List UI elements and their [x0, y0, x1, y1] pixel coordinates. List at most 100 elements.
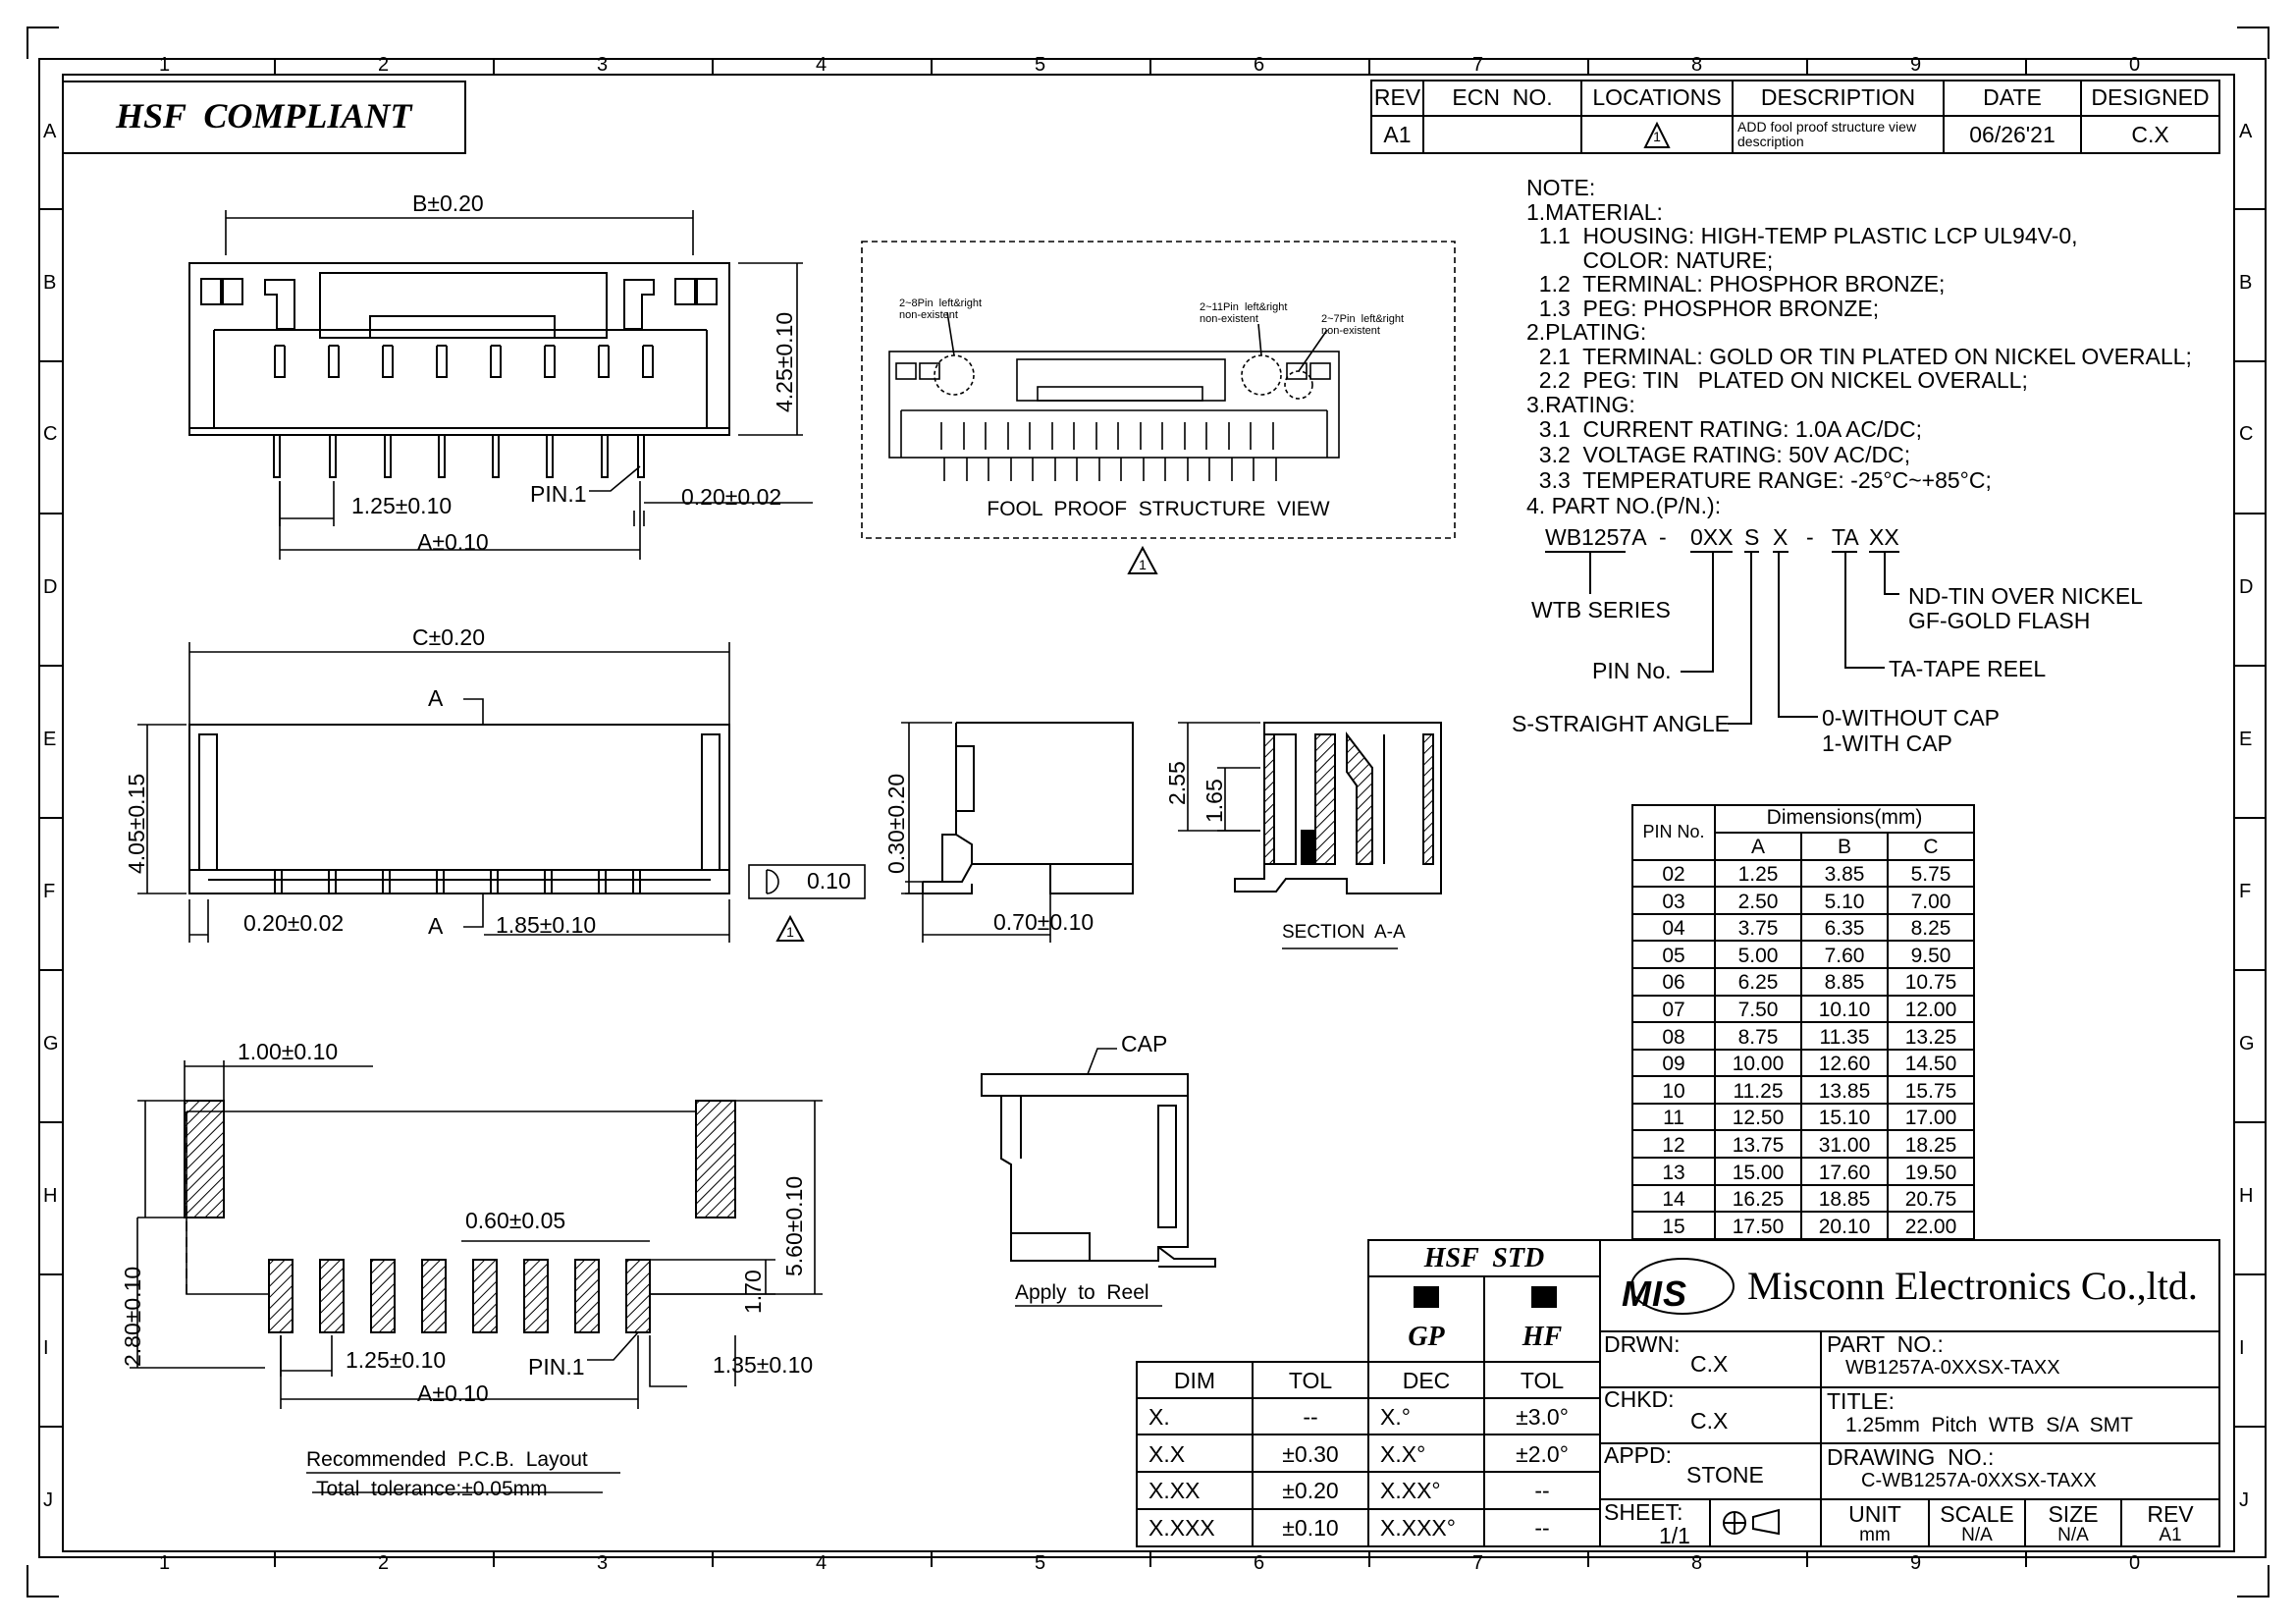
pcb-title: Recommended P.C.B. Layout: [306, 1448, 588, 1471]
dims-pin-cell: 09: [1662, 1053, 1685, 1076]
rev-value: A1: [2159, 1525, 2182, 1545]
row-label-A: A: [43, 121, 57, 142]
row-label-right-J: J: [2239, 1489, 2249, 1511]
dims-value-cell: 7.50: [1737, 999, 1779, 1021]
dims-value-cell: 8.75: [1737, 1025, 1779, 1049]
tolerance-cell: ±0.10: [1282, 1515, 1339, 1542]
col-label-9: 9: [1910, 54, 1922, 76]
hf-label: HF: [1522, 1322, 1563, 1352]
pn-label-cap-0: 0-WITHOUT CAP: [1822, 705, 2001, 731]
dim-pin-width-top: 0.20±0.02: [681, 484, 782, 510]
dims-pin-cell: 02: [1662, 863, 1685, 886]
part-no-value: WB1257A-0XXSX-TAXX: [1845, 1357, 2060, 1379]
pcb-dim-pad-width: 1.00±0.10: [238, 1039, 339, 1064]
fool-proof-rev-mark: 1: [1139, 557, 1147, 572]
pin1-label-top: PIN.1: [530, 481, 587, 507]
dim-a-top: A±0.10: [417, 529, 489, 555]
col-label-bottom-9: 9: [1910, 1552, 1922, 1574]
dims-pin-cell: 06: [1662, 971, 1685, 995]
dims-value-cell: 20.10: [1818, 1215, 1871, 1238]
dims-value-cell: 3.85: [1824, 863, 1865, 886]
dims-value-cell: 18.85: [1818, 1188, 1871, 1212]
fool-proof-title: FOOL PROOF STRUCTURE VIEW: [987, 498, 1330, 520]
dims-pin-cell: 12: [1662, 1134, 1685, 1157]
col-label-0: 0: [2129, 54, 2141, 76]
tolerance-cell: ±0.20: [1282, 1478, 1339, 1504]
title-value: 1.25mm Pitch WTB S/A SMT: [1845, 1414, 2133, 1436]
scale-label: SCALE: [1940, 1501, 2014, 1527]
rev-header-description: DESCRIPTION: [1760, 84, 1916, 110]
front-rev-mark: 1: [786, 924, 794, 940]
dims-pin-cell: 03: [1662, 890, 1685, 913]
drwn-value: C.X: [1690, 1351, 1729, 1377]
tol-header-dim: DIM: [1173, 1368, 1216, 1393]
dims-value-cell: 15.00: [1732, 1161, 1785, 1184]
drwn-label: DRWN:: [1604, 1331, 1681, 1357]
tolerance-cell: ±0.30: [1282, 1440, 1339, 1467]
pn-cap: X: [1773, 524, 1789, 550]
dims-value-cell: 8.25: [1910, 917, 1951, 941]
dims-pin-cell: 04: [1662, 917, 1685, 941]
dims-pin-cell: 07: [1662, 999, 1685, 1021]
col-label-bottom-3: 3: [597, 1552, 609, 1574]
dims-value-cell: 3.75: [1737, 917, 1779, 941]
size-value: N/A: [2057, 1525, 2089, 1545]
row-label-right-H: H: [2239, 1185, 2254, 1207]
note-line: 1.3 PEG: PHOSPHOR BRONZE;: [1526, 296, 1880, 321]
note-line: 1.MATERIAL:: [1526, 199, 1663, 225]
dims-value-cell: 16.25: [1732, 1188, 1785, 1212]
note-line: 2.2 PEG: TIN PLATED ON NICKEL OVERALL;: [1526, 367, 2028, 393]
note-line: 1.1 HOUSING: HIGH-TEMP PLASTIC LCP UL94V…: [1526, 223, 2078, 248]
col-label-bottom-8: 8: [1691, 1552, 1703, 1574]
tolerance-cell: X.°: [1380, 1404, 1411, 1430]
col-label-bottom-6: 6: [1254, 1552, 1265, 1574]
rev-header-rev: REV: [1373, 84, 1421, 110]
dims-value-cell: 15.10: [1818, 1107, 1871, 1130]
pn-label-tape: TA-TAPE REEL: [1889, 656, 2047, 681]
dims-value-cell: 11.25: [1733, 1079, 1784, 1103]
col-label-bottom-1: 1: [159, 1552, 171, 1574]
note-line: 3.1 CURRENT RATING: 1.0A AC/DC;: [1526, 416, 1923, 442]
dims-value-cell: 8.85: [1824, 971, 1865, 995]
unit-label: UNIT: [1848, 1501, 1901, 1527]
dims-value-cell: 15.75: [1904, 1079, 1957, 1103]
note-line: 1.2 TERMINAL: PHOSPHOR BRONZE;: [1526, 271, 1946, 297]
rev-row-date: 06/26'21: [1969, 122, 2056, 147]
dim-width-side: 0.70±0.10: [993, 909, 1095, 935]
dims-pin-cell: 15: [1662, 1215, 1685, 1238]
dims-pin-header: PIN No.: [1642, 822, 1705, 841]
dim-c: C±0.20: [412, 624, 485, 650]
dims-value-cell: 7.60: [1824, 944, 1865, 967]
dims-value-cell: 12.00: [1904, 999, 1957, 1021]
dims-value-cell: 6.35: [1824, 917, 1865, 941]
appd-value: STONE: [1686, 1462, 1764, 1488]
dims-pin-cell: 11: [1663, 1107, 1684, 1130]
pn-label-pin-no: PIN No.: [1592, 658, 1672, 683]
col-label-3: 3: [597, 54, 609, 76]
dims-value-cell: 18.25: [1904, 1134, 1957, 1157]
pn-tape: TA: [1832, 524, 1859, 550]
col-label-5: 5: [1035, 54, 1046, 76]
hsf-std-label: HSF STD: [1423, 1243, 1545, 1273]
dims-value-cell: 13.75: [1732, 1134, 1785, 1157]
dims-col-c: C: [1923, 836, 1939, 858]
col-label-8: 8: [1691, 54, 1703, 76]
rev-header-date: DATE: [1983, 84, 2042, 110]
drawing-no-value: C-WB1257A-0XXSX-TAXX: [1861, 1470, 2097, 1491]
pn-pins: 0XX: [1690, 524, 1734, 550]
tolerance-cell: --: [1303, 1404, 1318, 1430]
dims-value-cell: 12.50: [1732, 1107, 1785, 1130]
pcb-tolerance: Total tolerance:±0.05mm: [316, 1478, 548, 1500]
tolerance-cell: X.X: [1148, 1440, 1186, 1467]
col-label-bottom-0: 0: [2129, 1552, 2141, 1574]
pcb-dim-offset: 1.35±0.10: [713, 1352, 814, 1378]
dims-pin-cell: 05: [1662, 944, 1685, 967]
dims-title: Dimensions(mm): [1766, 806, 1923, 829]
